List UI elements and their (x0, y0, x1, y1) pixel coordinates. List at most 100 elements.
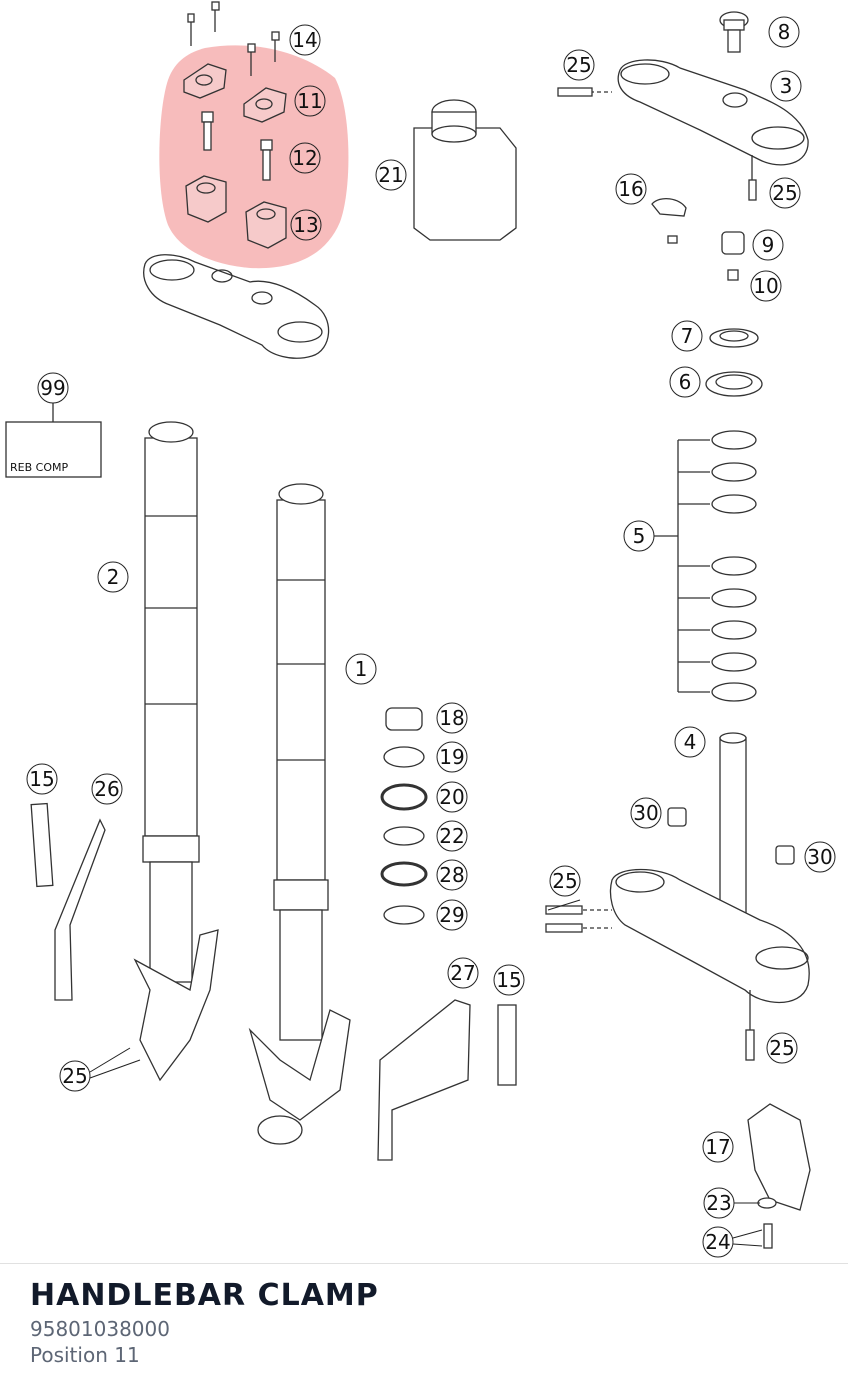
callout[interactable]: 25 (59, 1060, 91, 1092)
callout[interactable]: 21 (375, 159, 407, 191)
callout[interactable]: 20 (436, 781, 468, 813)
bushing-18[interactable] (385, 707, 423, 731)
callout-label: 22 (439, 824, 464, 848)
callout[interactable]: 15 (493, 964, 525, 996)
part-number: 95801038000 (30, 1317, 170, 1341)
callout[interactable]: 25 (766, 1032, 798, 1064)
bolt-24[interactable] (763, 1223, 773, 1249)
circlip-22[interactable] (383, 826, 425, 846)
callout[interactable]: 17 (702, 1131, 734, 1163)
dust-seal-28[interactable] (380, 861, 428, 887)
bolt-30-right[interactable] (775, 845, 795, 865)
fork-leg-2[interactable] (133, 421, 219, 1082)
callout[interactable]: 5 (623, 520, 655, 552)
callout[interactable]: 16 (615, 173, 647, 205)
callout-label: 25 (552, 869, 577, 893)
guard-17[interactable] (747, 1103, 811, 1211)
callout[interactable]: 30 (630, 797, 662, 829)
callout[interactable]: 11 (294, 85, 326, 117)
callout[interactable]: 24 (702, 1226, 734, 1258)
callout[interactable]: 4 (674, 726, 706, 758)
bushing-19[interactable] (383, 746, 425, 768)
callout-label: 25 (769, 1036, 794, 1060)
callout[interactable]: 15 (26, 763, 58, 795)
kit-box-label: REB COMP (10, 461, 68, 474)
callout[interactable]: 6 (669, 366, 701, 398)
callout[interactable]: 22 (436, 820, 468, 852)
pad-15-right[interactable] (497, 1004, 517, 1086)
bearing-stack-5[interactable] (654, 430, 757, 702)
bolt-14-group[interactable] (187, 1, 280, 76)
callout-label: 30 (633, 801, 658, 825)
callout[interactable]: 99 (37, 372, 69, 404)
part-10[interactable] (727, 269, 739, 281)
upper-triple-clamp-right[interactable] (617, 59, 809, 166)
seal-7[interactable] (709, 328, 759, 348)
oring-29[interactable] (383, 905, 425, 925)
callout[interactable]: 3 (770, 70, 802, 102)
part-name: HANDLEBAR CLAMP (30, 1278, 379, 1313)
callout[interactable]: 1 (345, 653, 377, 685)
upper-triple-clamp-left[interactable] (143, 254, 330, 359)
callout[interactable]: 25 (563, 49, 595, 81)
callout[interactable]: 13 (290, 209, 322, 241)
oil-can-21[interactable] (413, 99, 517, 241)
callout-label: 11 (297, 89, 322, 113)
steering-stem-4[interactable] (609, 732, 810, 1004)
callout-label: 25 (62, 1064, 87, 1088)
callout-label: 21 (378, 163, 403, 187)
callout[interactable]: 29 (436, 899, 468, 931)
callout-label: 13 (293, 213, 318, 237)
callout-label: 4 (684, 730, 697, 754)
callout[interactable]: 12 (289, 142, 321, 174)
callout-label: 10 (753, 274, 778, 298)
callout-label: 8 (778, 20, 791, 44)
callout[interactable]: 27 (447, 957, 479, 989)
brake-line-bracket-26[interactable] (54, 818, 106, 1001)
callout-label: 17 (705, 1135, 730, 1159)
callout[interactable]: 25 (549, 865, 581, 897)
clamp-top-11-group[interactable] (183, 63, 287, 123)
callout[interactable]: 7 (671, 320, 703, 352)
callout-label: 15 (496, 968, 521, 992)
fork-leg-1[interactable] (248, 483, 351, 1145)
bracket-27[interactable] (377, 999, 471, 1161)
callout-label: 3 (780, 74, 793, 98)
pad-15-left[interactable] (30, 802, 54, 888)
bolt-30-left[interactable] (667, 807, 687, 827)
callout-label: 16 (618, 177, 643, 201)
callout-label: 14 (292, 28, 317, 52)
callout[interactable]: 30 (804, 841, 836, 873)
bolt-8[interactable] (719, 11, 749, 53)
callout[interactable]: 26 (91, 773, 123, 805)
callout[interactable]: 9 (752, 229, 784, 261)
callout-label: 5 (633, 524, 646, 548)
callout-label: 28 (439, 863, 464, 887)
callout-label: 29 (439, 903, 464, 927)
callout-label: 26 (94, 777, 119, 801)
washer-23[interactable] (757, 1197, 777, 1209)
callout-label: 6 (679, 370, 692, 394)
callout[interactable]: 25 (769, 177, 801, 209)
callout-label: 7 (681, 324, 694, 348)
seal-20[interactable] (380, 783, 428, 811)
bolt-12-group[interactable] (201, 111, 273, 181)
callout-label: 99 (40, 376, 65, 400)
callout-label: 23 (706, 1191, 731, 1215)
callout[interactable]: 19 (436, 741, 468, 773)
callout[interactable]: 2 (97, 561, 129, 593)
callout[interactable]: 14 (289, 24, 321, 56)
callout[interactable]: 18 (436, 702, 468, 734)
callout[interactable]: 10 (750, 270, 782, 302)
callout[interactable]: 28 (436, 859, 468, 891)
callout-label: 18 (439, 706, 464, 730)
callout-label: 2 (107, 565, 120, 589)
callout-label: 20 (439, 785, 464, 809)
callout-label: 15 (29, 767, 54, 791)
part-9[interactable] (721, 231, 745, 255)
callout[interactable]: 23 (703, 1187, 735, 1219)
callout[interactable]: 8 (768, 16, 800, 48)
clamp-base-13-group[interactable] (185, 175, 287, 249)
clip-16[interactable] (651, 198, 687, 217)
kit-box-99[interactable] (5, 421, 102, 478)
